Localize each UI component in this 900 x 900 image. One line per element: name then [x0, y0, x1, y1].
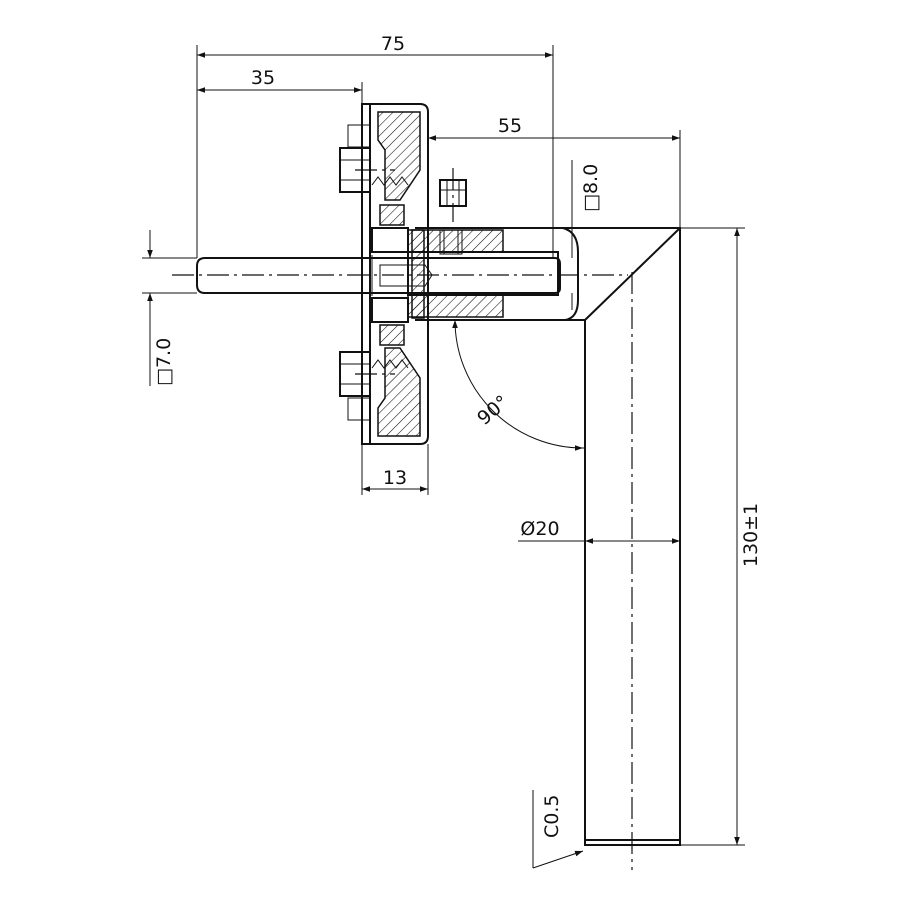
dim-chamfer-label: C0.5 — [541, 795, 563, 838]
dim-square-8: □8.0 — [571, 160, 602, 310]
dim-chamfer: C0.5 — [532, 790, 584, 869]
dim-square-7: □7.0 — [142, 230, 197, 386]
dim-square-8-label: □8.0 — [580, 164, 602, 212]
dim-diameter-20: Ø20 — [518, 518, 680, 544]
dim-13: 13 — [361, 444, 429, 495]
dim-angle-label: 90° — [473, 391, 513, 430]
dim-55-label: 55 — [498, 115, 522, 137]
dim-75: 75 — [196, 33, 554, 258]
dim-130: 130±1 — [680, 227, 762, 846]
dim-35: 35 — [197, 67, 363, 104]
sleeve-section — [407, 229, 559, 318]
dim-55: 55 — [428, 115, 681, 228]
dim-130-label: 130±1 — [740, 503, 762, 567]
dim-square-7-label: □7.0 — [153, 338, 175, 386]
dim-35-label: 35 — [251, 67, 275, 89]
dim-13-label: 13 — [383, 467, 407, 489]
dim-diameter-20-label: Ø20 — [520, 518, 559, 540]
dim-75-label: 75 — [381, 33, 405, 55]
dim-angle: 90° — [452, 319, 585, 451]
center-lines — [172, 168, 633, 870]
rose-assembly — [339, 103, 429, 445]
